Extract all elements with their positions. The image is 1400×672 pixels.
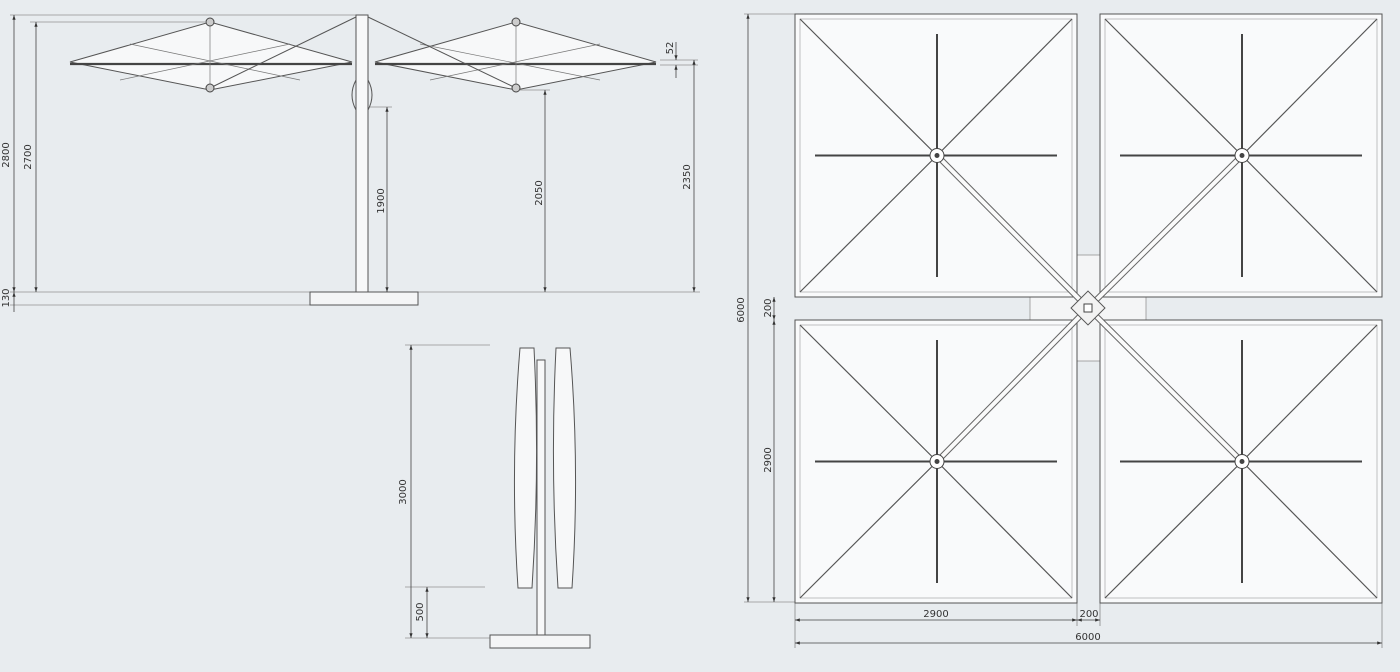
closed-canopy-left	[513, 347, 538, 589]
plan-canopy-bottom-right	[1085, 305, 1383, 604]
rib	[1241, 18, 1378, 156]
right-canopy	[367, 16, 657, 93]
closed-base	[489, 634, 591, 649]
closed-canopy-right	[552, 347, 577, 589]
crank-handle	[351, 79, 373, 111]
rib	[799, 155, 938, 293]
plan-view: 6000 200 2900 2900 200 6000	[736, 13, 1383, 648]
rib	[936, 18, 1073, 156]
rib	[1241, 324, 1378, 462]
pole	[355, 14, 369, 293]
left-canopy	[69, 16, 357, 93]
central-pole	[1083, 303, 1093, 313]
rib	[799, 461, 938, 599]
rib	[799, 18, 938, 156]
rib	[1241, 155, 1378, 293]
dim-52: 52	[665, 42, 676, 55]
dim-3000: 3000	[398, 479, 409, 504]
base-weight	[309, 291, 419, 306]
plan-canopy-top-left	[794, 13, 1091, 311]
dim-2900-vertical: 2900	[763, 447, 774, 472]
closed-umbrella-view: 3000 500	[398, 344, 591, 649]
dim-2050: 2050	[534, 180, 545, 205]
plan-canopy-top-right	[1085, 13, 1383, 311]
rib	[1241, 461, 1378, 599]
dim-130: 130	[1, 288, 12, 307]
plan-canopy-bottom-left	[794, 305, 1091, 604]
dim-2350: 2350	[682, 164, 693, 189]
rib	[1104, 18, 1243, 156]
dim-1900: 1900	[376, 188, 387, 213]
dim-6000-horizontal: 6000	[1075, 632, 1100, 643]
dim-200-vertical: 200	[763, 298, 774, 317]
dim-2900-horizontal: 2900	[923, 609, 948, 620]
closed-pole	[536, 359, 546, 636]
dim-2700: 2700	[23, 144, 34, 169]
dim-6000-vertical: 6000	[736, 297, 747, 322]
rib	[799, 324, 938, 462]
dim-200-horizontal: 200	[1079, 609, 1098, 620]
side-elevation-view: 2800 2700 1900 2050 2350 52 130	[1, 14, 700, 312]
rib	[1104, 461, 1243, 599]
dim-500: 500	[415, 602, 426, 621]
dim-2800: 2800	[1, 142, 12, 167]
rib	[936, 461, 1073, 599]
